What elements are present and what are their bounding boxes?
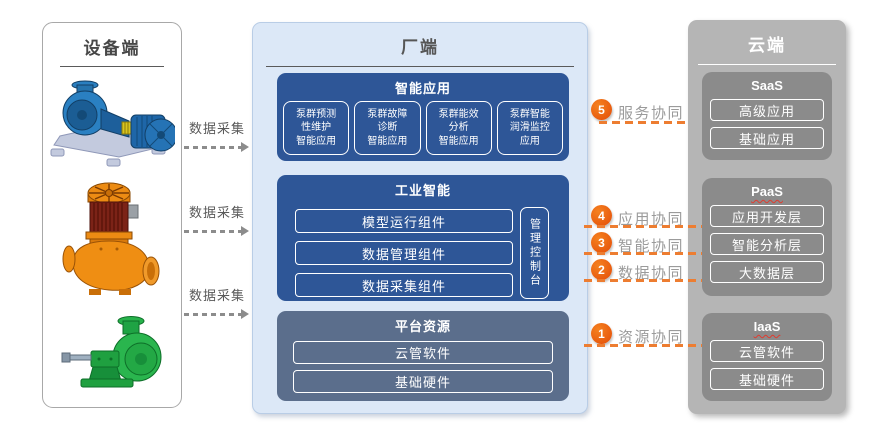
paas-layer: PaaS 应用开发层 智能分析层 大数据层 xyxy=(702,178,832,296)
iaas-item: 云管软件 xyxy=(710,340,824,362)
collab-label-4: 应用协同 xyxy=(618,211,685,228)
platform-items: 云管软件 基础硬件 xyxy=(277,341,569,393)
industry-section-title: 工业智能 xyxy=(394,183,451,198)
platform-section: 平台资源 云管软件 基础硬件 xyxy=(277,311,569,401)
industry-body: 模型运行组件 数据管理组件 数据采集组件 管理控制台 xyxy=(277,199,569,299)
data-collect-link-3: 数据采集 xyxy=(184,285,250,319)
iaas-layer: IaaS 云管软件 基础硬件 xyxy=(702,313,832,401)
collab-label-2: 数据协同 xyxy=(618,265,685,282)
saas-title: SaaS xyxy=(751,78,783,93)
app-card: 泵群故障 诊断 智能应用 xyxy=(354,101,421,155)
saas-layer: SaaS 高级应用 基础应用 xyxy=(702,72,832,160)
paas-item: 智能分析层 xyxy=(710,233,824,255)
dashed-arrow-right-icon xyxy=(184,142,249,152)
iaas-item: 基础硬件 xyxy=(710,368,824,390)
management-console: 管理控制台 xyxy=(520,207,549,299)
plant-panel-title: 厂端 xyxy=(401,38,439,57)
green-pump-image xyxy=(61,316,162,388)
device-panel-title: 设备端 xyxy=(83,39,141,58)
collab-label-1: 资源协同 xyxy=(618,329,685,346)
platform-section-title: 平台资源 xyxy=(394,319,451,334)
collab-badge-5: 5 xyxy=(591,99,612,120)
apps-card-row: 泵群预测 性维护 智能应用 泵群故障 诊断 智能应用 泵群能效 分析 智能应用 … xyxy=(277,101,569,155)
data-collect-label: 数据采集 xyxy=(188,288,245,303)
industry-components: 模型运行组件 数据管理组件 数据采集组件 xyxy=(295,201,513,299)
collab-label-3: 智能协同 xyxy=(618,238,685,255)
saas-item: 基础应用 xyxy=(710,127,824,149)
device-panel: 设备端 xyxy=(42,22,182,408)
iaas-title: IaaS xyxy=(753,319,781,334)
collab-dashed-line-3 xyxy=(584,252,702,256)
data-collect-label: 数据采集 xyxy=(188,121,245,136)
component-bar: 数据管理组件 xyxy=(295,241,513,265)
data-collect-link-1: 数据采集 xyxy=(184,118,250,152)
collab-dashed-line-1 xyxy=(584,344,702,348)
cloud-title-underline xyxy=(698,64,836,65)
collab-badge-1: 1 xyxy=(591,323,612,344)
industry-section: 工业智能 模型运行组件 数据管理组件 数据采集组件 管理控制台 xyxy=(277,175,569,301)
app-card: 泵群能效 分析 智能应用 xyxy=(425,101,492,155)
collab-dashed-line-5 xyxy=(599,121,689,125)
dashed-arrow-right-icon xyxy=(184,226,249,236)
paas-item: 大数据层 xyxy=(710,261,824,283)
orange-pump-image xyxy=(62,182,160,295)
collab-badge-3: 3 xyxy=(591,232,612,253)
plant-title-underline xyxy=(266,66,574,67)
collab-badge-4: 4 xyxy=(591,205,612,226)
paas-title: PaaS xyxy=(751,184,783,199)
platform-bar: 基础硬件 xyxy=(293,370,553,393)
platform-bar: 云管软件 xyxy=(293,341,553,364)
dashed-arrow-right-icon xyxy=(184,309,249,319)
apps-section: 智能应用 泵群预测 性维护 智能应用 泵群故障 诊断 智能应用 泵群能效 分析 … xyxy=(277,73,569,161)
cloud-panel-title: 云端 xyxy=(748,36,786,55)
paas-item: 应用开发层 xyxy=(710,205,824,227)
app-card: 泵群预测 性维护 智能应用 xyxy=(283,101,350,155)
data-collect-link-2: 数据采集 xyxy=(184,202,250,236)
collab-dashed-line-4 xyxy=(584,225,702,229)
app-card: 泵群智能 润滑监控 应用 xyxy=(496,101,563,155)
cloud-panel: 云端 SaaS 高级应用 基础应用 PaaS 应用开发层 智能分析层 大数据层 … xyxy=(688,20,846,414)
blue-pump-image xyxy=(50,80,175,167)
device-title-underline xyxy=(60,66,164,67)
plant-panel: 厂端 智能应用 泵群预测 性维护 智能应用 泵群故障 诊断 智能应用 泵群能效 … xyxy=(252,22,588,414)
collab-badge-2: 2 xyxy=(591,259,612,280)
apps-section-title: 智能应用 xyxy=(394,81,451,96)
collab-dashed-line-2 xyxy=(584,279,702,283)
component-bar: 数据采集组件 xyxy=(295,273,513,297)
data-collect-label: 数据采集 xyxy=(188,205,245,220)
collab-label-5: 服务协同 xyxy=(618,105,685,122)
component-bar: 模型运行组件 xyxy=(295,209,513,233)
saas-item: 高级应用 xyxy=(710,99,824,121)
